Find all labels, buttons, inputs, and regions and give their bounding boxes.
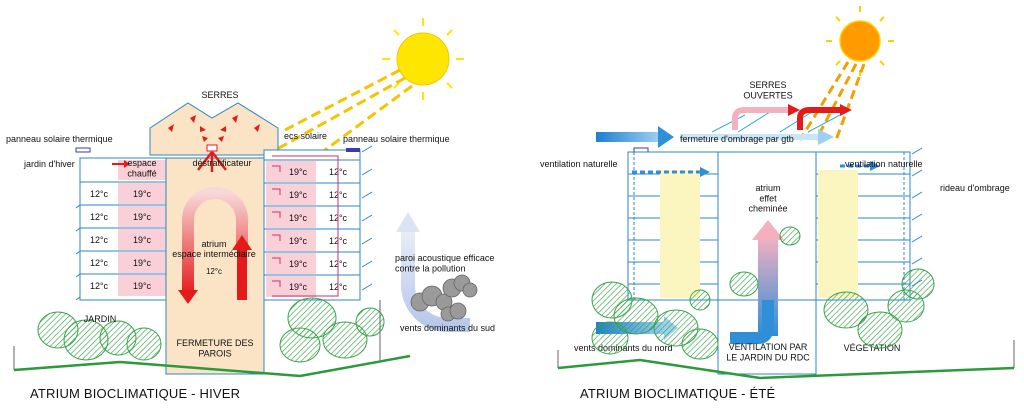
floor-right-inner-temp: 19°c bbox=[289, 259, 308, 269]
sun-icon bbox=[382, 18, 464, 100]
serres-label: SERRES bbox=[201, 90, 238, 100]
greenhouse-roof bbox=[149, 102, 279, 156]
winter-diagram: SERRES 12°c 19°c 12°c 19°c 12°c 19°c 12°c 19°c 1… bbox=[6, 18, 495, 401]
summer-balcony bbox=[911, 235, 923, 243]
fermeture-ombrage-arrow bbox=[596, 126, 834, 148]
destrat-arrows bbox=[197, 151, 227, 172]
floor-right-inner-temp: 19°c bbox=[289, 236, 308, 246]
ventilation-right-label: ventilation naturelle bbox=[845, 159, 923, 169]
heater-icon bbox=[272, 211, 281, 218]
ventilation-arrows bbox=[632, 161, 880, 177]
floor-left-inner-temp: 19°c bbox=[133, 189, 152, 199]
summer-balcony bbox=[911, 191, 923, 199]
destratificateur-label: déstratificateur bbox=[192, 158, 251, 168]
pollution-cloud-icon bbox=[410, 274, 478, 322]
summer-balcony bbox=[911, 169, 923, 177]
summer-atrium bbox=[717, 151, 817, 375]
convection-loop-arrow bbox=[178, 187, 252, 304]
greenhouse-heat-arrows bbox=[168, 115, 260, 142]
floor-left-warm-room bbox=[118, 183, 166, 204]
summer-caption: ATRIUM BIOCLIMATIQUE - ÉTÉ bbox=[580, 386, 776, 401]
heater-icon bbox=[272, 280, 281, 287]
floor-left-outer-temp: 12°c bbox=[90, 258, 109, 268]
greenhouse-exhaust-arrows bbox=[732, 104, 852, 130]
panneau-left-label: panneau solaire thermique bbox=[6, 134, 113, 144]
heater-icon bbox=[272, 234, 281, 241]
floor-left-outer-temp: 12°c bbox=[90, 212, 109, 222]
ventilation-left-label: ventilation naturelle bbox=[540, 159, 618, 169]
open-greenhouse bbox=[711, 111, 841, 133]
rideau-label: rideau d'ombrage bbox=[940, 183, 1010, 193]
atrium-temp-label: 12°c bbox=[206, 267, 222, 276]
summer-balcony bbox=[911, 257, 923, 265]
summer-sun-beams bbox=[798, 61, 866, 141]
vents-sud-label: vents dominants du sud bbox=[400, 323, 495, 333]
floor-left-warm-room bbox=[118, 229, 166, 250]
summer-balcony bbox=[911, 147, 923, 155]
destratificateur-icon bbox=[206, 144, 218, 152]
floor-left-inner-temp: 19°c bbox=[133, 212, 152, 222]
floor-left-outer-temp: 12°c bbox=[90, 235, 109, 245]
summer-ground bbox=[557, 358, 1015, 380]
jardin-label: JARDIN bbox=[84, 314, 117, 324]
balcony-edge bbox=[75, 273, 81, 278]
ecs-label: ecs solaire bbox=[284, 131, 327, 141]
floor-left-warm-room bbox=[118, 206, 166, 227]
balcony-edge bbox=[75, 204, 81, 209]
heater-icon bbox=[272, 257, 281, 264]
summer-trees bbox=[591, 226, 935, 360]
summer-solar-panel-icon bbox=[633, 147, 649, 153]
jardin-hiver-label: jardin d'hiver bbox=[23, 159, 75, 169]
floor-left-inner-temp: 19°c bbox=[133, 258, 152, 268]
south-wind-arrow bbox=[396, 212, 470, 332]
floor-right-inner-temp: 19°c bbox=[289, 167, 308, 177]
floor-left-outer-temp: 12°c bbox=[90, 189, 109, 199]
floor-left-warm-room bbox=[118, 252, 166, 273]
panneau-right-label: panneau solaire thermique bbox=[343, 134, 450, 144]
jardin-hiver-arrow bbox=[112, 160, 130, 168]
vegetation-label: VÉGETATION bbox=[844, 343, 901, 353]
floor-left-inner-temp: 19°c bbox=[133, 281, 152, 291]
summer-sun-icon bbox=[826, 6, 894, 76]
winter-trees bbox=[37, 297, 385, 363]
solar-panel-left-icon bbox=[75, 147, 91, 153]
atrium-label: atrium bbox=[201, 239, 226, 249]
solar-panel-right-icon bbox=[346, 148, 360, 152]
winter-right-balconies bbox=[361, 145, 373, 291]
floor-left-warm-room bbox=[118, 275, 166, 296]
floor-right-inner-temp: 19°c bbox=[289, 190, 308, 200]
floor-left-outer-temp: 12°c bbox=[90, 281, 109, 291]
heater-icon bbox=[272, 165, 281, 172]
balcony-edge bbox=[75, 296, 81, 301]
espace-chauffe-room bbox=[118, 160, 166, 180]
winter-caption: ATRIUM BIOCLIMATIQUE - HIVER bbox=[30, 386, 240, 401]
summer-yellow-room-left bbox=[660, 170, 700, 298]
winter-ground bbox=[13, 354, 411, 378]
floor-right-inner-temp: 19°c bbox=[289, 282, 308, 292]
balcony-edge bbox=[75, 250, 81, 255]
floor-left-inner-temp: 19°c bbox=[133, 235, 152, 245]
espace-intermediaire-label: espace intermédiaire bbox=[172, 249, 256, 259]
summer-balcony bbox=[911, 213, 923, 221]
heat-pipe bbox=[272, 155, 339, 297]
summer-yellow-room-right bbox=[818, 170, 858, 298]
heater-icon bbox=[272, 188, 281, 195]
fermeture-ombrage-label: fermeture d'ombrage par gtb bbox=[680, 134, 794, 144]
balcony-edge bbox=[75, 227, 81, 232]
floor-right-inner-temp: 19°c bbox=[289, 213, 308, 223]
